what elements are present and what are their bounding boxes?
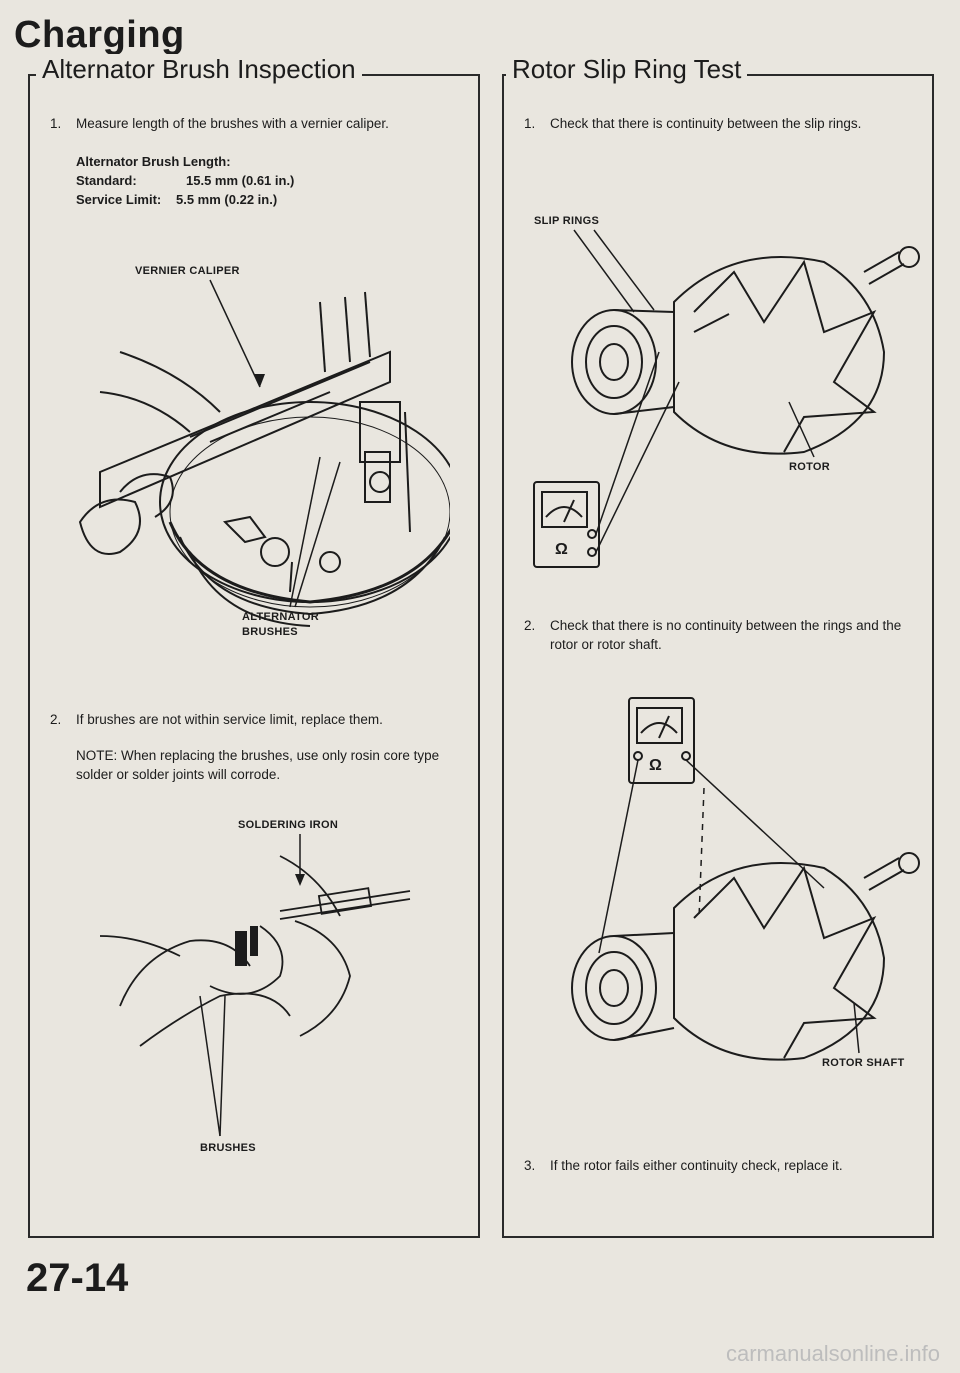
section-heading: Alternator Brush Inspection xyxy=(36,54,362,85)
step-3: 3. If the rotor fails either continuity … xyxy=(524,1156,920,1175)
alternator-callout: ALTERNATOR xyxy=(242,611,319,623)
brushes-callout: BRUSHES xyxy=(242,626,298,638)
solder-note: NOTE: When replacing the brushes, use on… xyxy=(76,746,466,784)
step-text: Measure length of the brushes with a ver… xyxy=(76,116,389,131)
ohm-symbol: Ω xyxy=(555,541,568,558)
step-number: 2. xyxy=(524,618,536,633)
step-text: If brushes are not within service limit,… xyxy=(76,712,383,727)
page-number: 27-14 xyxy=(26,1256,129,1300)
soldering-iron-callout: SOLDERING IRON xyxy=(238,819,338,831)
slip-rings-callout: SLIP RINGS xyxy=(534,215,599,227)
note-text: NOTE: When replacing the brushes, use on… xyxy=(76,748,440,782)
step-2: 2. Check that there is no continuity bet… xyxy=(524,616,910,654)
section-heading: Rotor Slip Ring Test xyxy=(506,54,748,85)
standard-value: 15.5 mm (0.61 in.) xyxy=(186,173,295,188)
rotor-shaft-callout: ROTOR SHAFT xyxy=(822,1057,905,1069)
brushes-leader-lines xyxy=(199,995,226,1137)
service-limit-label: Service Limit: xyxy=(76,192,162,207)
vernier-caliper-callout: VERNIER CALIPER xyxy=(135,265,240,277)
standard-label: Standard: xyxy=(76,173,137,188)
step-number: 1. xyxy=(524,116,536,131)
brush-length-spec: Alternator Brush Length: Standard: 15.5 m… xyxy=(76,152,456,209)
step-number: 3. xyxy=(524,1158,536,1173)
step-2: 2. If brushes are not within service lim… xyxy=(50,710,466,729)
step-text: Check that there is no continuity betwee… xyxy=(550,618,902,652)
soldering-figure: SOLDERING IRON BRUSHES xyxy=(99,819,411,1047)
rotor-slip-ring-test-section: Rotor Slip Ring Test 1. Check that there… xyxy=(502,54,934,1238)
rotor-callout: ROTOR xyxy=(789,461,830,473)
step-number: 1. xyxy=(50,116,62,131)
watermark: carmanualsonline.info xyxy=(725,1341,940,1366)
vernier-caliper-figure: VERNIER CALIPER ALTERNATOR BRUSHES xyxy=(78,265,450,638)
step-1: 1. Measure length of the brushes with a … xyxy=(50,114,456,133)
alternator-brush-inspection-section: Alternator Brush Inspection 1. Measure l… xyxy=(28,54,480,1238)
ohm-symbol: Ω xyxy=(649,757,662,774)
step-text: Check that there is continuity between t… xyxy=(550,116,862,131)
page-title: Charging xyxy=(14,14,185,56)
brushes-label: BRUSHES xyxy=(200,1142,256,1154)
slip-ring-continuity-figure: Ω SLIP RINGS ROTOR xyxy=(533,215,920,568)
spec-title: Alternator Brush Length: xyxy=(76,154,231,169)
service-limit-value: 5.5 mm (0.22 in.) xyxy=(176,192,278,207)
rotor-shaft-continuity-figure: Ω ROTOR SHAFT xyxy=(571,697,920,1069)
step-1: 1. Check that there is continuity betwee… xyxy=(524,114,910,133)
step-number: 2. xyxy=(50,712,62,727)
step-text: If the rotor fails either continuity che… xyxy=(550,1158,843,1173)
